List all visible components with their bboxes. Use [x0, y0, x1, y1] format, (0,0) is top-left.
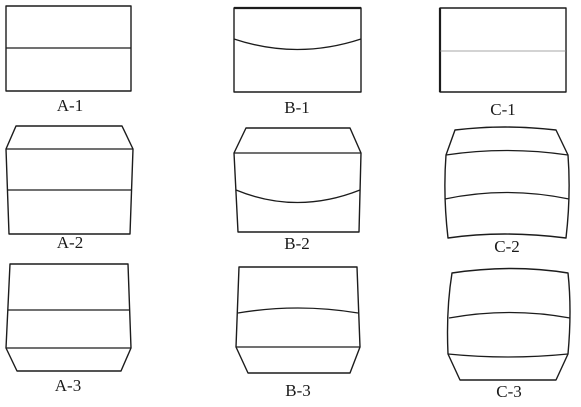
panel-b-3-outline: [235, 266, 361, 374]
panel-c-1: C-1: [438, 7, 567, 119]
panel-b-3-divider: [237, 307, 359, 314]
panel-c-3: C-3: [446, 267, 571, 401]
panel-c-3-outline: [446, 267, 571, 381]
panel-a-2: A-2: [5, 125, 134, 252]
panel-c-3-base-line: [447, 353, 569, 358]
panel-b-3: B-3: [235, 266, 361, 400]
panel-c-2-label: C-2: [494, 237, 520, 256]
panel-b-2-outline: [233, 127, 362, 233]
panel-c-1-box: [439, 7, 567, 93]
panel-a-1: A-1: [5, 5, 132, 115]
panel-b-1-divider: [233, 38, 362, 51]
panel-c-2-outline: [444, 126, 570, 239]
panel-c-3-label: C-3: [496, 382, 522, 401]
panel-b-1-box: [233, 7, 362, 93]
panel-a-2-outline: [5, 125, 134, 235]
panel-c-3-divider: [448, 311, 571, 319]
panel-b-2-label: B-2: [284, 234, 310, 253]
panel-b-1-label: B-1: [284, 98, 310, 117]
panel-c-2-divider: [444, 191, 570, 200]
panel-a-3-label: A-3: [55, 376, 81, 395]
panel-a-3-outline: [5, 263, 132, 372]
panel-b-2-divider: [235, 189, 361, 204]
panel-a-3: A-3: [5, 263, 132, 395]
panel-a-1-label: A-1: [57, 96, 83, 115]
panel-b-2: B-2: [233, 127, 362, 253]
panel-c-1-label: C-1: [490, 100, 516, 119]
panel-a-2-label: A-2: [57, 233, 83, 252]
panel-b-1: B-1: [233, 6, 362, 117]
panel-b-3-label: B-3: [285, 381, 311, 400]
panel-c-2: C-2: [444, 126, 570, 256]
panel-c-2-cap-line: [445, 149, 569, 156]
